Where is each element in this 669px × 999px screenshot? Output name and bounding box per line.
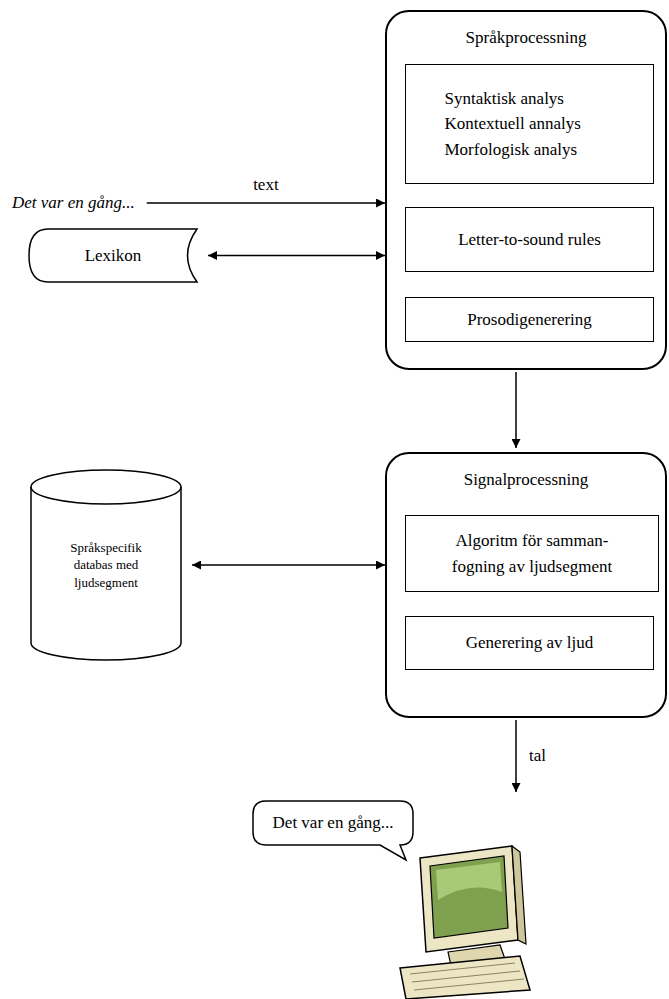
connector-arrow [515,720,517,792]
node-label: Det var en gång... [273,810,394,836]
analysis-box: Syntaktisk analys Kontextuell annalys Mo… [405,64,654,184]
node-label: Syntaktisk analys Kontextuell annalys Mo… [445,86,615,163]
node-label: Språkspecifik databas med ljudsegment [56,539,156,592]
edge-label: tal [526,746,549,766]
group-title: Språkprocessning [387,28,665,48]
process-group: SignalprocessningAlgoritm för samman- fo… [385,452,667,718]
generation-box: Generering av ljud [405,616,654,670]
rules-box: Letter-to-sound rules [405,207,654,272]
prosody-box: Prosodigenerering [405,297,654,342]
connector-arrow [515,372,517,448]
input-arrow [147,202,385,204]
process-group: SpråkprocessningSyntaktisk analys Kontex… [385,10,667,370]
connector-arrow [192,564,385,566]
lexicon-scroll: Lexikon [28,228,198,283]
algorithm-box: Algoritm för samman- fogning av ljudsegm… [405,515,659,592]
node-label: Lexikon [85,243,142,269]
computer-illustration [400,846,530,999]
node-label: Algoritm för samman- fogning av ljudsegm… [443,528,621,579]
database-cylinder: Språkspecifik databas med ljudsegment [30,470,182,660]
connector-arrow [208,255,385,257]
group-title: Signalprocessning [387,470,665,490]
input-text: Det var en gång... [12,193,135,213]
node-label: Prosodigenerering [467,307,592,333]
flow-label: text [253,175,279,195]
speech-bubble: Det var en gång... [252,800,414,846]
node-label: Generering av ljud [466,630,593,656]
node-label: Letter-to-sound rules [458,227,601,253]
